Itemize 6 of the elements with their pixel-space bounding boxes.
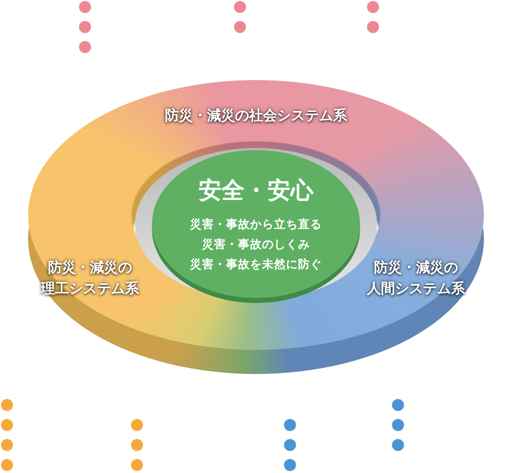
- segment-label: 防災・減災の社会システム系: [126, 106, 386, 127]
- center-text: 災害・事故を未然に防ぐ: [190, 256, 322, 272]
- center-text: 災害・事故のしくみ: [202, 236, 310, 252]
- segment-label: 防災・減災の 人間システム系: [360, 258, 472, 300]
- center-text: 災害・事故から立ち直る: [190, 216, 322, 232]
- center-title: 安全・安心: [198, 176, 314, 206]
